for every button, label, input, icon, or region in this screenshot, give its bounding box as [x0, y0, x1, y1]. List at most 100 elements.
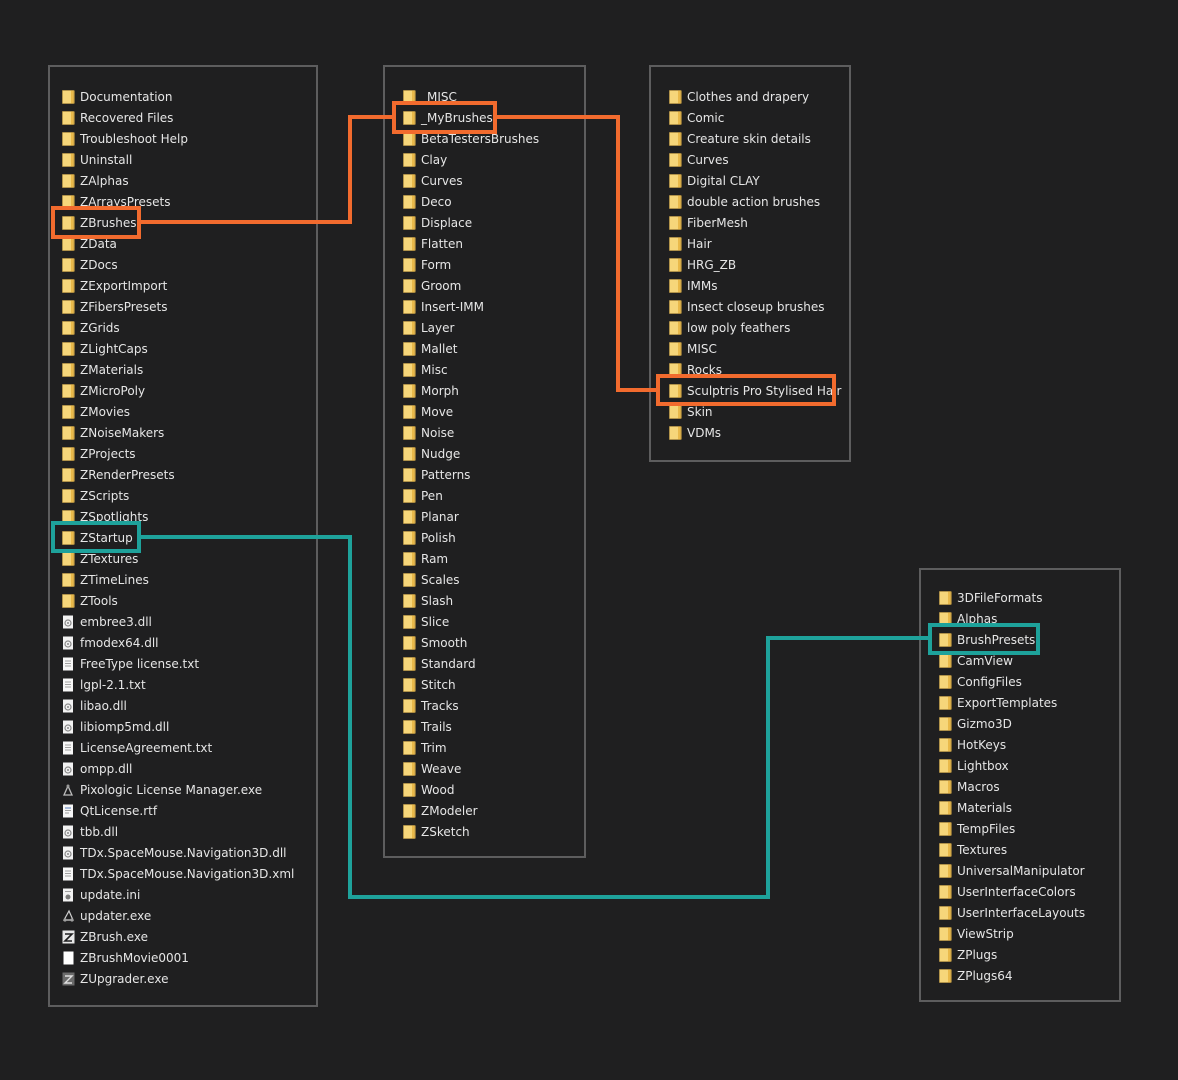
folder-icon: [669, 342, 682, 356]
item-label: ZAlphas: [80, 174, 129, 188]
folder-icon: [939, 822, 952, 836]
item-label: Digital CLAY: [687, 174, 760, 188]
item-label: Lightbox: [957, 759, 1009, 773]
item-label: update.ini: [80, 888, 141, 902]
item-label: TDx.SpaceMouse.Navigation3D.dll: [80, 846, 287, 860]
item-label: ExportTemplates: [957, 696, 1058, 710]
folder-icon: [403, 363, 416, 377]
text-file-icon: [62, 678, 75, 692]
item-label: MISC: [687, 342, 717, 356]
folder-icon: [669, 384, 682, 398]
folder-icon: [403, 321, 416, 335]
item-label: Creature skin details: [687, 132, 811, 146]
item-label: Noise: [421, 426, 455, 440]
folder-icon: [403, 762, 416, 776]
folder-icon: [939, 969, 952, 983]
folder-icon: [939, 591, 952, 605]
folder-icon: [403, 594, 416, 608]
folder-icon: [403, 804, 416, 818]
folder-icon: [62, 90, 75, 104]
folder-icon: [403, 426, 416, 440]
folder-icon: [939, 633, 952, 647]
item-label: ZExportImport: [80, 279, 168, 293]
item-label: ZTools: [80, 594, 118, 608]
folder-icon: [62, 426, 75, 440]
item-label: Nudge: [421, 447, 461, 461]
folder-icon: [939, 948, 952, 962]
item-label: Documentation: [80, 90, 173, 104]
dll-file-icon: [62, 699, 75, 713]
item-label: FiberMesh: [687, 216, 748, 230]
item-label: Stitch: [421, 678, 456, 692]
folder-icon: [403, 405, 416, 419]
item-label: fmodex64.dll: [80, 636, 159, 650]
item-label: _MyBrushes: [421, 111, 493, 125]
item-label: TDx.SpaceMouse.Navigation3D.xml: [80, 867, 295, 881]
item-label: low poly feathers: [687, 321, 791, 335]
item-label: Patterns: [421, 468, 471, 482]
folder-icon: [403, 657, 416, 671]
dll-file-icon: [62, 762, 75, 776]
item-label: ZMicroPoly: [80, 384, 146, 398]
item-label: Ram: [421, 552, 449, 566]
folder-icon: [403, 174, 416, 188]
item-label: Alphas: [957, 612, 998, 626]
folder-icon: [669, 174, 682, 188]
item-label: Skin: [687, 405, 713, 419]
folder-icon: [403, 636, 416, 650]
folder-icon: [669, 405, 682, 419]
folder-icon: [669, 90, 682, 104]
item-label: 3DFileFormats: [957, 591, 1043, 605]
item-label: QtLicense.rtf: [80, 804, 158, 818]
item-label: Troubleshoot Help: [80, 132, 188, 146]
item-label: Smooth: [421, 636, 468, 650]
item-label: Clothes and drapery: [687, 90, 810, 104]
zupgrader-icon: [62, 972, 75, 986]
item-label: ZMaterials: [80, 363, 144, 377]
item-label: IMMs: [687, 279, 718, 293]
folder-icon: [403, 741, 416, 755]
item-label: Clay: [421, 153, 448, 167]
item-label: Deco: [421, 195, 452, 209]
item-label: ZLightCaps: [80, 342, 148, 356]
item-label: embree3.dll: [80, 615, 152, 629]
folder-icon: [403, 678, 416, 692]
folder-icon: [669, 216, 682, 230]
folder-icon: [403, 552, 416, 566]
item-label: ConfigFiles: [957, 675, 1022, 689]
item-label: Misc: [421, 363, 448, 377]
item-label: Move: [421, 405, 454, 419]
dll-file-icon: [62, 615, 75, 629]
text-file-icon: [62, 741, 75, 755]
item-label: UserInterfaceColors: [957, 885, 1076, 899]
item-label: Rocks: [687, 363, 722, 377]
folder-icon: [62, 279, 75, 293]
item-label: ZTextures: [80, 552, 139, 566]
folder-icon: [403, 90, 416, 104]
item-label: ZScripts: [80, 489, 130, 503]
item-label: Planar: [421, 510, 459, 524]
item-label: LicenseAgreement.txt: [80, 741, 213, 755]
folder-icon: [403, 258, 416, 272]
folder-icon: [669, 321, 682, 335]
item-label: Morph: [421, 384, 459, 398]
item-label: Textures: [957, 843, 1008, 857]
folder-icon: [939, 612, 952, 626]
item-label: Insert-IMM: [421, 300, 484, 314]
folder-icon: [403, 237, 416, 251]
folder-icon: [403, 573, 416, 587]
folder-icon: [403, 720, 416, 734]
item-label: Groom: [421, 279, 462, 293]
folder-icon: [403, 216, 416, 230]
item-label: Trim: [421, 741, 447, 755]
folder-icon: [62, 153, 75, 167]
folder-icon: [939, 738, 952, 752]
zbrush-app-icon: [62, 930, 75, 944]
item-label: Standard: [421, 657, 476, 671]
folder-icon: [62, 531, 75, 545]
item-label: ZStartup: [80, 531, 133, 545]
folder-icon: [939, 864, 952, 878]
folder-icon: [403, 825, 416, 839]
item-label: ZTimeLines: [80, 573, 149, 587]
